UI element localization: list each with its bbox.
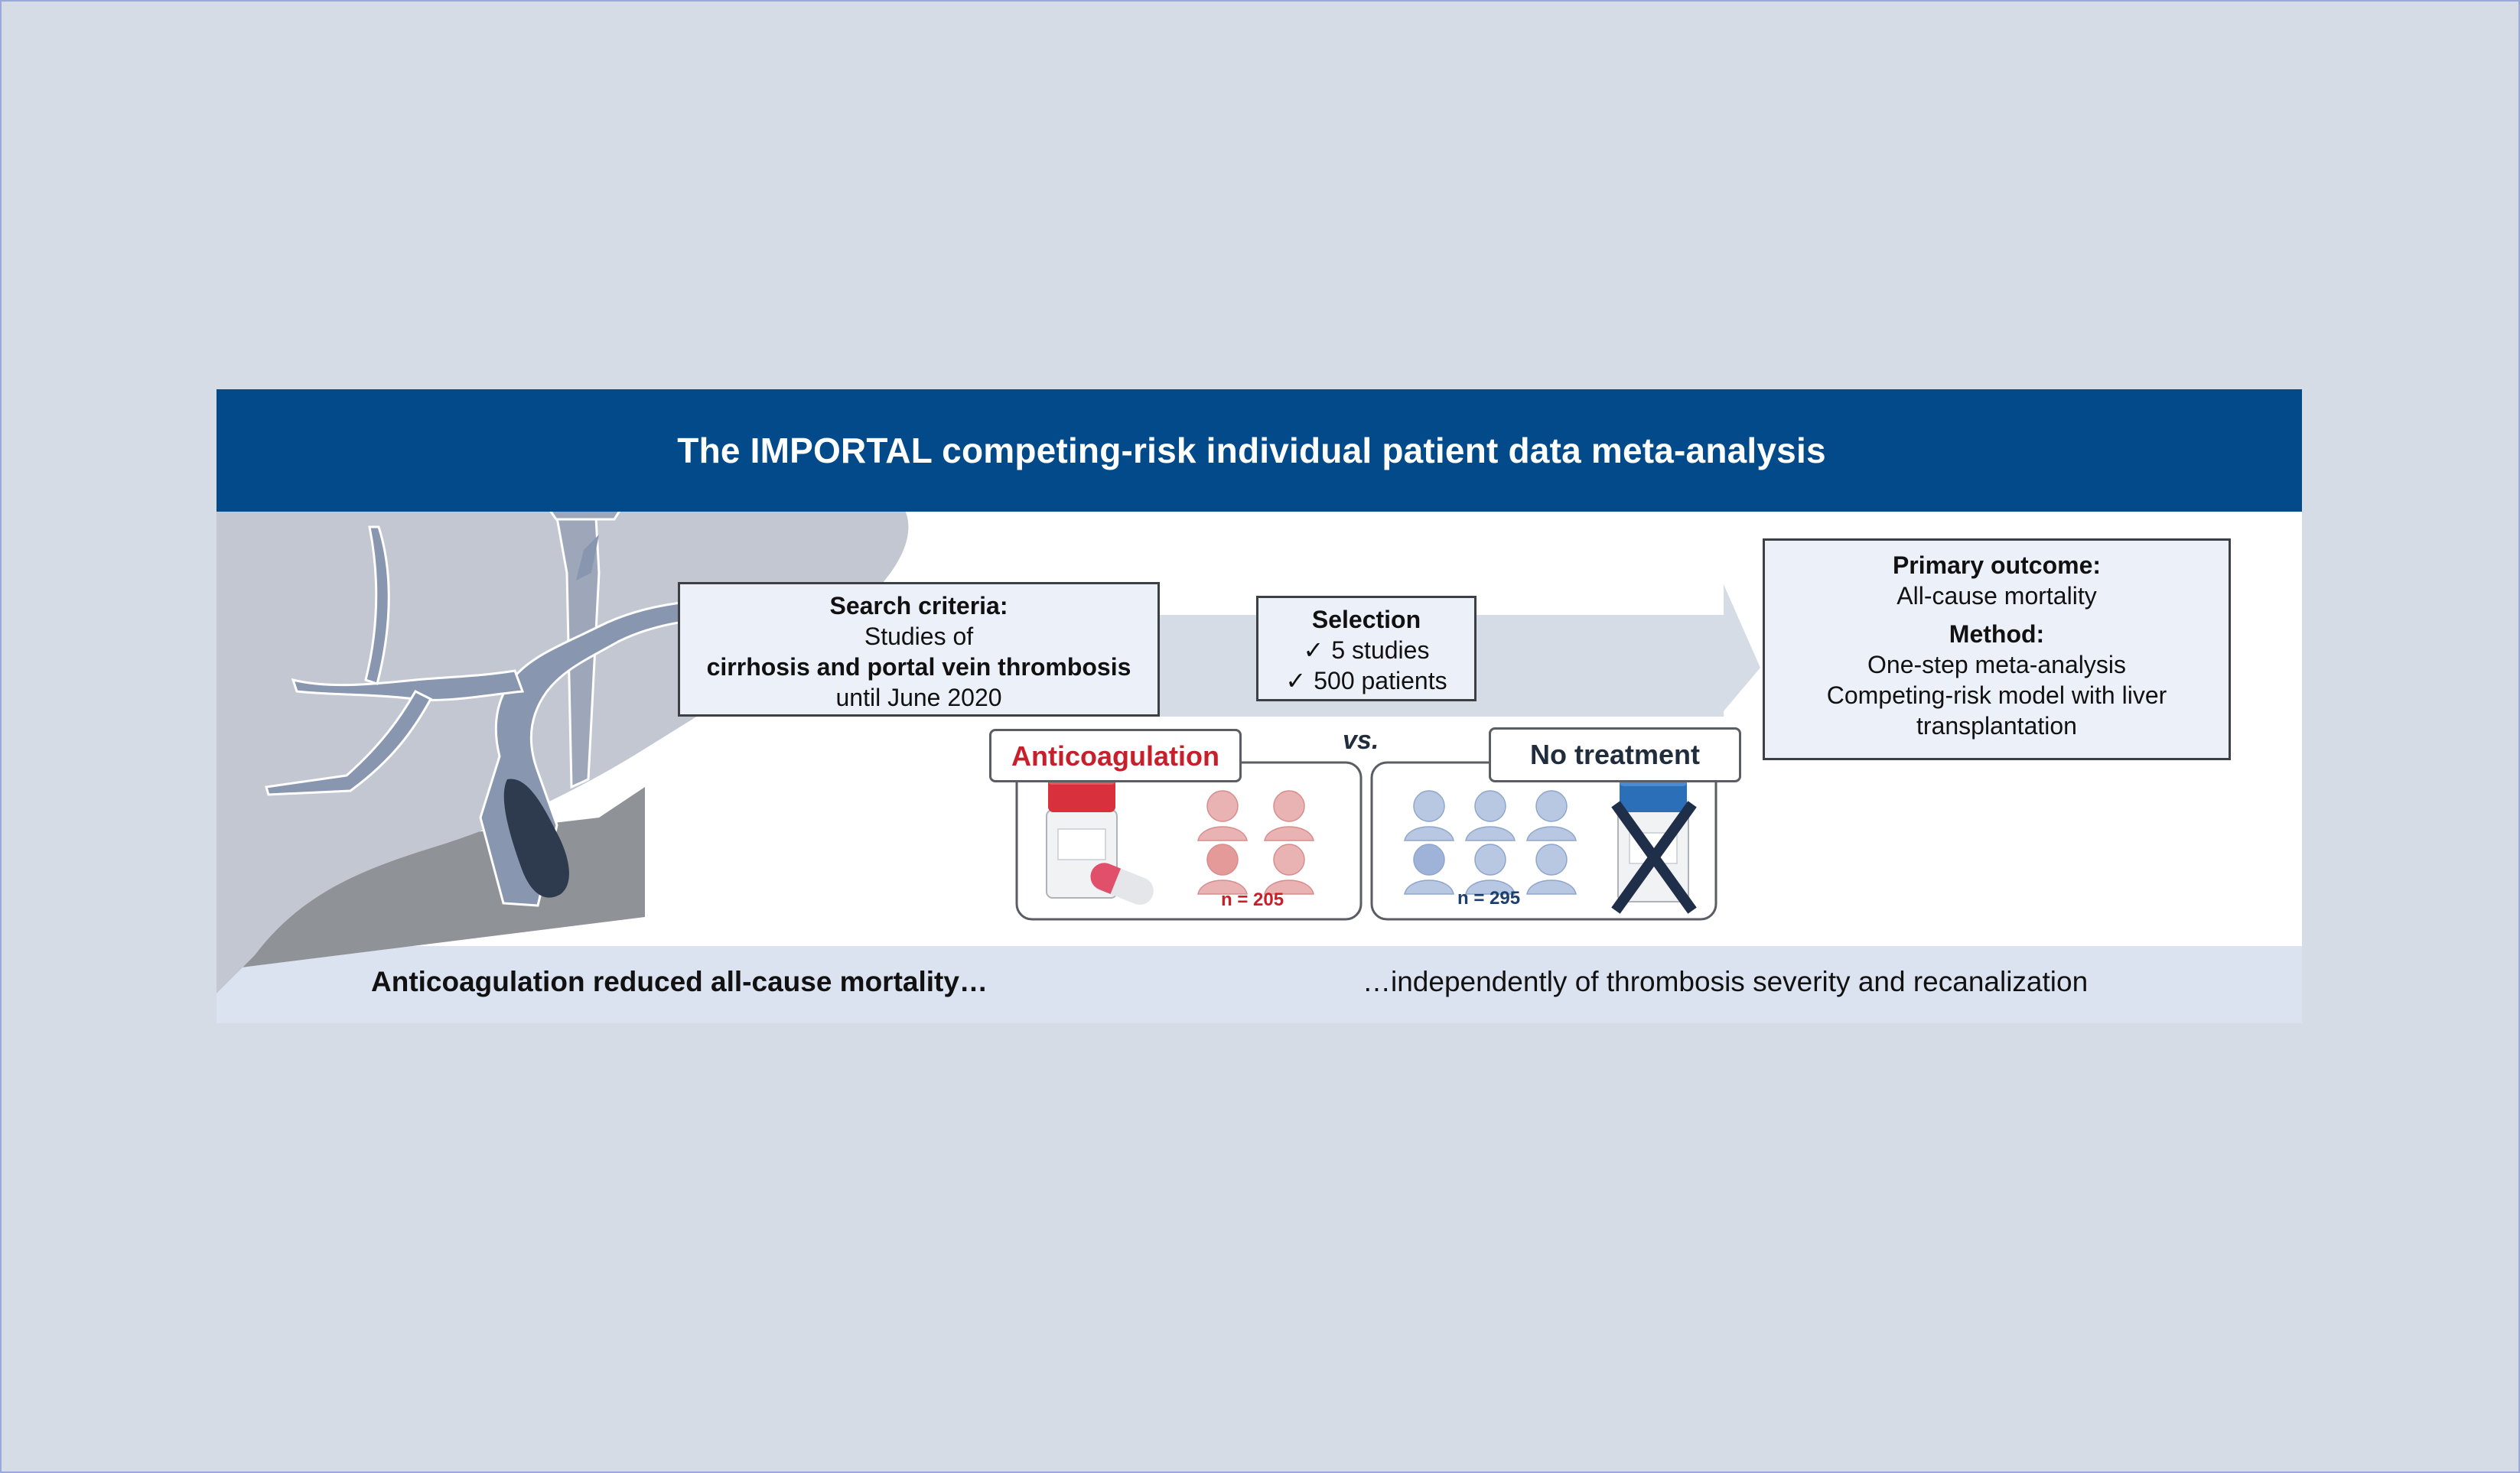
method-heading: Method:	[1949, 620, 2045, 648]
selection-item-patients: ✓500 patients	[1285, 667, 1447, 694]
versus-label: vs.	[1343, 726, 1379, 755]
selection-heading: Selection	[1311, 606, 1421, 633]
check-icon: ✓	[1285, 667, 1307, 694]
patient-group-icon	[1404, 790, 1577, 895]
search-criteria-date: until June 2020	[835, 684, 1002, 711]
selection-item-studies: ✓5 studies	[1303, 636, 1430, 664]
cross-out-icon	[1611, 801, 1697, 914]
conclusion-band: Anticoagulation reduced all-cause mortal…	[217, 946, 2302, 1023]
illustration-layer	[217, 437, 1760, 993]
conclusion-right: …independently of thrombosis severity an…	[1363, 966, 2089, 997]
method-line: Competing-risk model with liver transpla…	[1826, 681, 2167, 740]
search-criteria-line: Studies of	[864, 623, 974, 650]
search-criteria-box: Search criteria: Studies of cirrhosis an…	[678, 582, 1160, 717]
search-criteria-topic: cirrhosis and portal vein thrombosis	[706, 653, 1131, 681]
capsule-icon	[1090, 863, 1154, 905]
selection-box: Selection ✓5 studies ✓500 patients	[1256, 596, 1477, 701]
liver-illustration	[217, 437, 909, 993]
search-criteria-heading: Search criteria:	[829, 592, 1008, 619]
anticoagulation-label: Anticoagulation	[989, 729, 1242, 782]
title-banner: The IMPORTAL competing-risk individual p…	[217, 389, 2302, 512]
check-icon: ✓	[1303, 636, 1324, 664]
anticoagulation-count: n = 205	[1221, 889, 1284, 910]
conclusion-left: Anticoagulation reduced all-cause mortal…	[371, 966, 988, 997]
no-treatment-label: No treatment	[1489, 727, 1741, 782]
outcome-method-box: Primary outcome: All-cause mortality Met…	[1763, 538, 2231, 760]
graphical-abstract-panel: The IMPORTAL competing-risk individual p…	[217, 389, 2302, 1023]
primary-outcome-heading: Primary outcome:	[1892, 551, 2102, 579]
method-line: One-step meta-analysis	[1867, 651, 2126, 678]
patient-group-icon	[1197, 790, 1314, 895]
page-title: The IMPORTAL competing-risk individual p…	[677, 431, 1826, 470]
no-treatment-count: n = 295	[1457, 888, 1521, 909]
primary-outcome-value: All-cause mortality	[1897, 582, 2097, 610]
